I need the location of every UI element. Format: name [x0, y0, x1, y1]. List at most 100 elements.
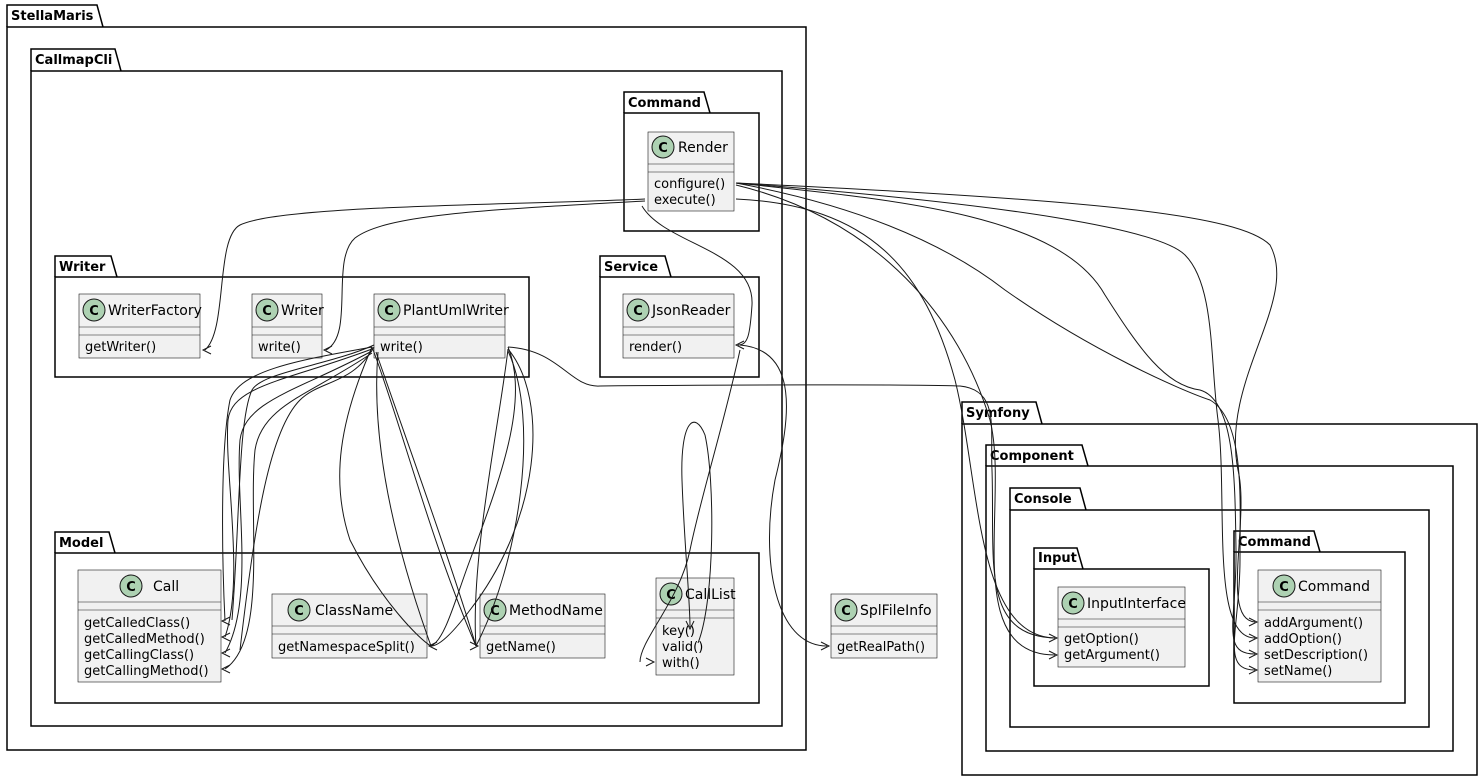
- package-label-model: Model: [59, 536, 103, 551]
- svg-text:C: C: [89, 304, 99, 319]
- class-plantumlwriter: C PlantUmlWriter write(): [373, 293, 509, 359]
- edge-plantumlwriter-to-call-extra-1: [231, 344, 375, 621]
- class-name-plantumlwriter: PlantUmlWriter: [403, 303, 509, 319]
- package-label-writer: Writer: [59, 260, 106, 275]
- class-writerfactory: C WriterFactory getWriter(): [78, 293, 202, 359]
- method-getcalledclass: getCalledClass(): [84, 616, 190, 631]
- class-writer: C Writer write(): [251, 293, 324, 359]
- class-render: C Render configure() execute(): [647, 131, 735, 212]
- arrowhead: [1248, 633, 1259, 643]
- method-configure: configure(): [654, 177, 725, 192]
- class-stereotype-icon: [287, 598, 311, 622]
- package-stellamaris: StellaMaris: [6, 4, 807, 751]
- class-classname: C ClassName getNamespaceSplit(): [271, 593, 428, 659]
- class-stereotype-icon: [82, 298, 106, 322]
- class-name-command: Command: [1298, 579, 1370, 595]
- package-command: Command: [623, 91, 760, 232]
- edge-plantumlwriter-to-methodname-1: [371, 346, 477, 647]
- package-label-stellamaris: StellaMaris: [11, 9, 94, 24]
- class-name-inputinterface: InputInterface: [1087, 596, 1186, 612]
- edge-render-to-command-setname: [735, 182, 1256, 671]
- method-addargument: addArgument(): [1264, 616, 1363, 631]
- class-stereotype-icon: [255, 298, 279, 322]
- package-component: Component: [985, 444, 1454, 752]
- class-splfileinfo: C SplFileInfo getRealPath(): [830, 593, 938, 659]
- edge-plantumlwriter-to-classname-2: [376, 351, 432, 647]
- arrowhead: [220, 632, 231, 642]
- edge-plantumlwriter-to-methodname-4: [475, 350, 525, 647]
- arrowhead: [322, 345, 333, 355]
- edge-plantumlwriter-to-methodname-3: [474, 348, 509, 647]
- svg-text:C: C: [384, 304, 394, 319]
- arrowhead: [820, 641, 831, 651]
- class-stereotype-icon: [651, 135, 675, 159]
- package-console-command: Command: [1233, 530, 1406, 704]
- svg-text:C: C: [490, 604, 500, 619]
- arrowhead: [1048, 633, 1059, 643]
- edge-render-to-writer: [325, 200, 646, 351]
- edge-plantumlwriter-to-call-calledclass: [222, 346, 373, 622]
- package-callmapcli: CallmapCli: [30, 48, 783, 727]
- arrowhead: [1048, 650, 1059, 660]
- arrowhead: [645, 657, 656, 667]
- edge-jsonreader-to-calllist: [639, 349, 741, 663]
- class-name-splfileinfo: SplFileInfo: [860, 603, 932, 619]
- method-getcallingclass: getCallingClass(): [84, 648, 194, 663]
- edge-jsonreader-to-splfileinfo: [739, 344, 828, 647]
- class-calllist: C CallList key() valid() with(): [655, 577, 736, 676]
- class-stereotype-icon: [834, 598, 858, 622]
- svg-text:C: C: [841, 604, 851, 619]
- class-name-methodname: MethodName: [509, 603, 603, 619]
- edge-render-to-command-addoption: [735, 182, 1256, 639]
- arrowhead: [1248, 649, 1259, 659]
- package-label-console: Console: [1014, 492, 1072, 507]
- package-label-service: Service: [604, 260, 658, 275]
- package-label-callmapcli: CallmapCli: [35, 53, 112, 68]
- class-name-writerfactory: WriterFactory: [108, 303, 202, 319]
- method-getcallingmethod: getCallingMethod(): [84, 664, 209, 679]
- edge-render-to-command-setdescription: [735, 182, 1256, 655]
- svg-text:C: C: [658, 141, 668, 156]
- edge-render-to-inputinterface-option: [735, 198, 1056, 639]
- package-writer: Writer: [54, 255, 530, 378]
- edge-plantumlwriter-to-call-callingclass: [224, 350, 373, 654]
- class-name-call: Call: [153, 579, 179, 595]
- dependency-edges: [201, 182, 1278, 675]
- package-model: Model: [54, 531, 760, 704]
- class-stereotype-icon: [626, 298, 650, 322]
- arrowhead: [220, 664, 231, 674]
- method-setdescription: setDescription(): [1264, 648, 1368, 663]
- method-getargument: getArgument(): [1064, 648, 1160, 663]
- method-execute: execute(): [654, 193, 716, 208]
- method-getwriter: getWriter(): [85, 340, 156, 355]
- svg-text:C: C: [294, 604, 304, 619]
- package-label-component: Component: [990, 449, 1074, 464]
- package-symfony: Symfony: [961, 401, 1478, 776]
- arrowhead: [685, 620, 695, 631]
- method-write: write(): [380, 340, 423, 355]
- edge-plantumlwriter-to-inputinterface: [507, 346, 1056, 639]
- method-key: key(): [662, 624, 695, 639]
- arrowhead: [220, 616, 231, 626]
- svg-text:C: C: [1068, 597, 1078, 612]
- method-getcalledmethod: getCalledMethod(): [84, 632, 205, 647]
- method-with: with(): [662, 656, 700, 671]
- method-getname: getName(): [486, 640, 556, 655]
- method-setname: setName(): [1264, 664, 1332, 679]
- method-render: render(): [629, 340, 682, 355]
- class-name-render: Render: [678, 140, 728, 156]
- class-stereotype-icon: [1061, 591, 1085, 615]
- arrowhead: [1248, 617, 1259, 627]
- method-getnamespacesplit: getNamespaceSplit(): [278, 640, 415, 655]
- method-valid: valid(): [662, 640, 703, 655]
- edge-plantumlwriter-to-classname-4: [430, 348, 534, 647]
- edge-render-to-inputinterface-argument: [735, 184, 1056, 656]
- package-label-console-command: Command: [1238, 535, 1311, 550]
- edge-render-to-writerfactory: [204, 198, 646, 351]
- class-stereotype-icon: [377, 298, 401, 322]
- arrowhead: [1248, 665, 1259, 675]
- edge-plantumlwriter-to-call-calledmethod: [224, 348, 373, 638]
- class-call: C Call getCalledClass() getCalledMethod(…: [77, 569, 222, 683]
- class-name-classname: ClassName: [315, 603, 393, 619]
